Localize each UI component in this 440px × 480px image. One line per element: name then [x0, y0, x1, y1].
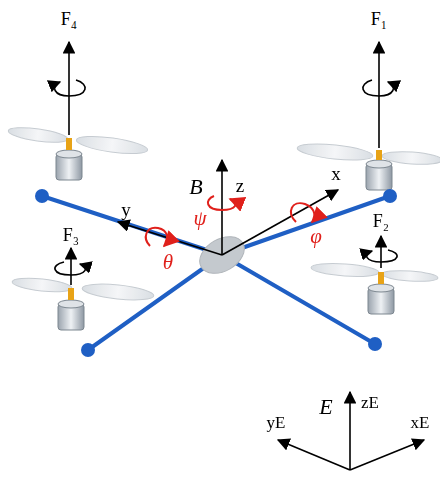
angle-label: θ [163, 252, 173, 273]
earth-axes [278, 392, 424, 470]
axis-label: x [331, 164, 341, 183]
angle-label: ψ [193, 208, 206, 229]
axis-label: y [121, 200, 131, 219]
force-label: F₂ [373, 212, 389, 230]
axis-label: zE [361, 394, 379, 411]
axis-label: xE [411, 414, 430, 431]
angle-label: φ [310, 226, 322, 247]
force-label: F₁ [371, 10, 387, 28]
thrust-arrows [69, 42, 381, 285]
frame-label: B [189, 176, 202, 198]
propellers [7, 125, 440, 303]
rotor-hubs [66, 138, 384, 300]
axis-label: z [236, 176, 244, 195]
frame-label: E [319, 396, 332, 418]
rotation-arcs [146, 196, 315, 246]
force-label: F₄ [61, 10, 77, 28]
body-axes [118, 160, 338, 255]
spin-arrows [54, 80, 397, 275]
axis-label: yE [267, 414, 286, 431]
motors [56, 150, 394, 330]
force-label: F₃ [63, 226, 79, 244]
arm-joints [35, 189, 397, 357]
frame-arms [42, 196, 390, 350]
